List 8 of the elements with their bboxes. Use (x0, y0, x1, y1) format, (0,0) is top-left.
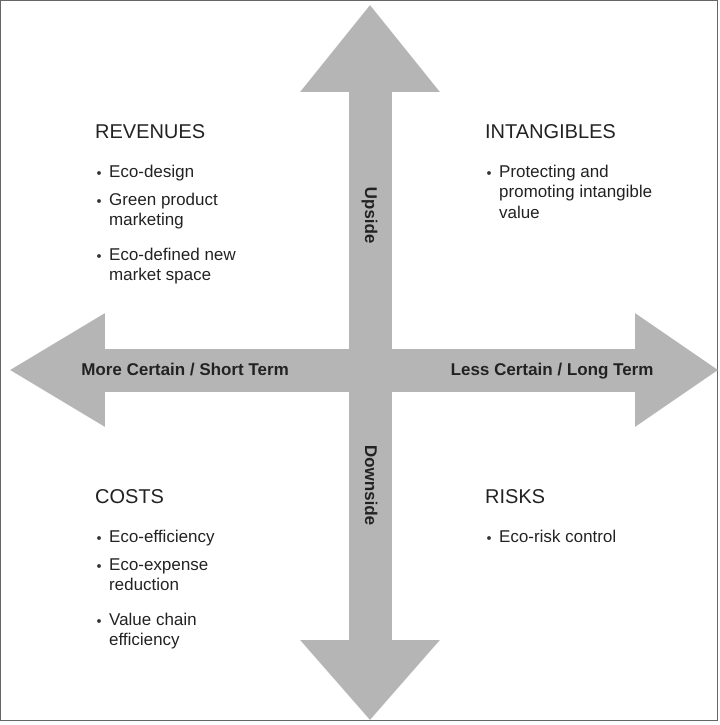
quadrant-heading: RISKS (485, 485, 546, 509)
quadrant-heading: INTANGIBLES (485, 120, 616, 144)
axis-label: Less Certain / Long Term (450, 360, 654, 380)
quadrant-heading: REVENUES (95, 120, 206, 144)
axis-label: Upside (360, 186, 380, 244)
quadrant-heading: COSTS (95, 485, 164, 509)
axis-label: Downside (360, 444, 380, 526)
axis-label: More Certain / Short Term (81, 360, 289, 380)
